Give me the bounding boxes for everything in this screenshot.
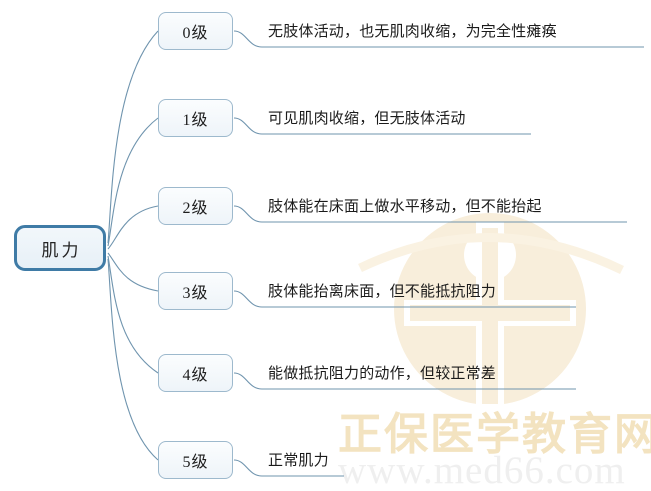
description-text-5: 正常肌力	[268, 451, 329, 469]
level-node-label: 5级	[182, 454, 209, 471]
watermark-brand-text: 正保医学教育网	[338, 409, 651, 460]
description-text-3: 肢体能抬离床面，但不能抵抗阻力	[268, 282, 497, 300]
level-node-label: 2级	[182, 200, 209, 217]
connector-root-3	[107, 252, 159, 292]
level-node-3[interactable]: 3级	[158, 272, 233, 310]
level-node-1[interactable]: 1级	[158, 99, 233, 137]
level-node-0[interactable]: 0级	[158, 12, 233, 50]
watermark-url-text: www.med66.com	[338, 449, 626, 491]
description-text-1: 可见肌肉收缩，但无肢体活动	[268, 109, 466, 127]
level-node-label: 0级	[182, 25, 209, 42]
connector-root-0	[107, 30, 159, 244]
description-text-4: 能做抵抗阻力的动作，但较正常差	[268, 364, 497, 382]
level-node-5[interactable]: 5级	[158, 441, 233, 479]
root-node-label: 肌力	[41, 240, 82, 261]
connector-root-4	[107, 255, 159, 374]
level-node-4[interactable]: 4级	[158, 354, 233, 392]
connector-root-1	[107, 117, 159, 247]
level-node-2[interactable]: 2级	[158, 187, 233, 225]
connector-root-2	[107, 205, 159, 250]
level-node-label: 3级	[182, 285, 209, 302]
root-node[interactable]: 肌力	[14, 225, 106, 271]
connector-root-5	[107, 258, 159, 461]
description-text-2: 肢体能在床面上做水平移动，但不能抬起	[268, 197, 542, 215]
description-text-0: 无肢体活动，也无肌肉收缩，为完全性瘫痪	[268, 22, 557, 40]
level-node-label: 1级	[182, 112, 209, 129]
level-node-label: 4级	[182, 367, 209, 384]
